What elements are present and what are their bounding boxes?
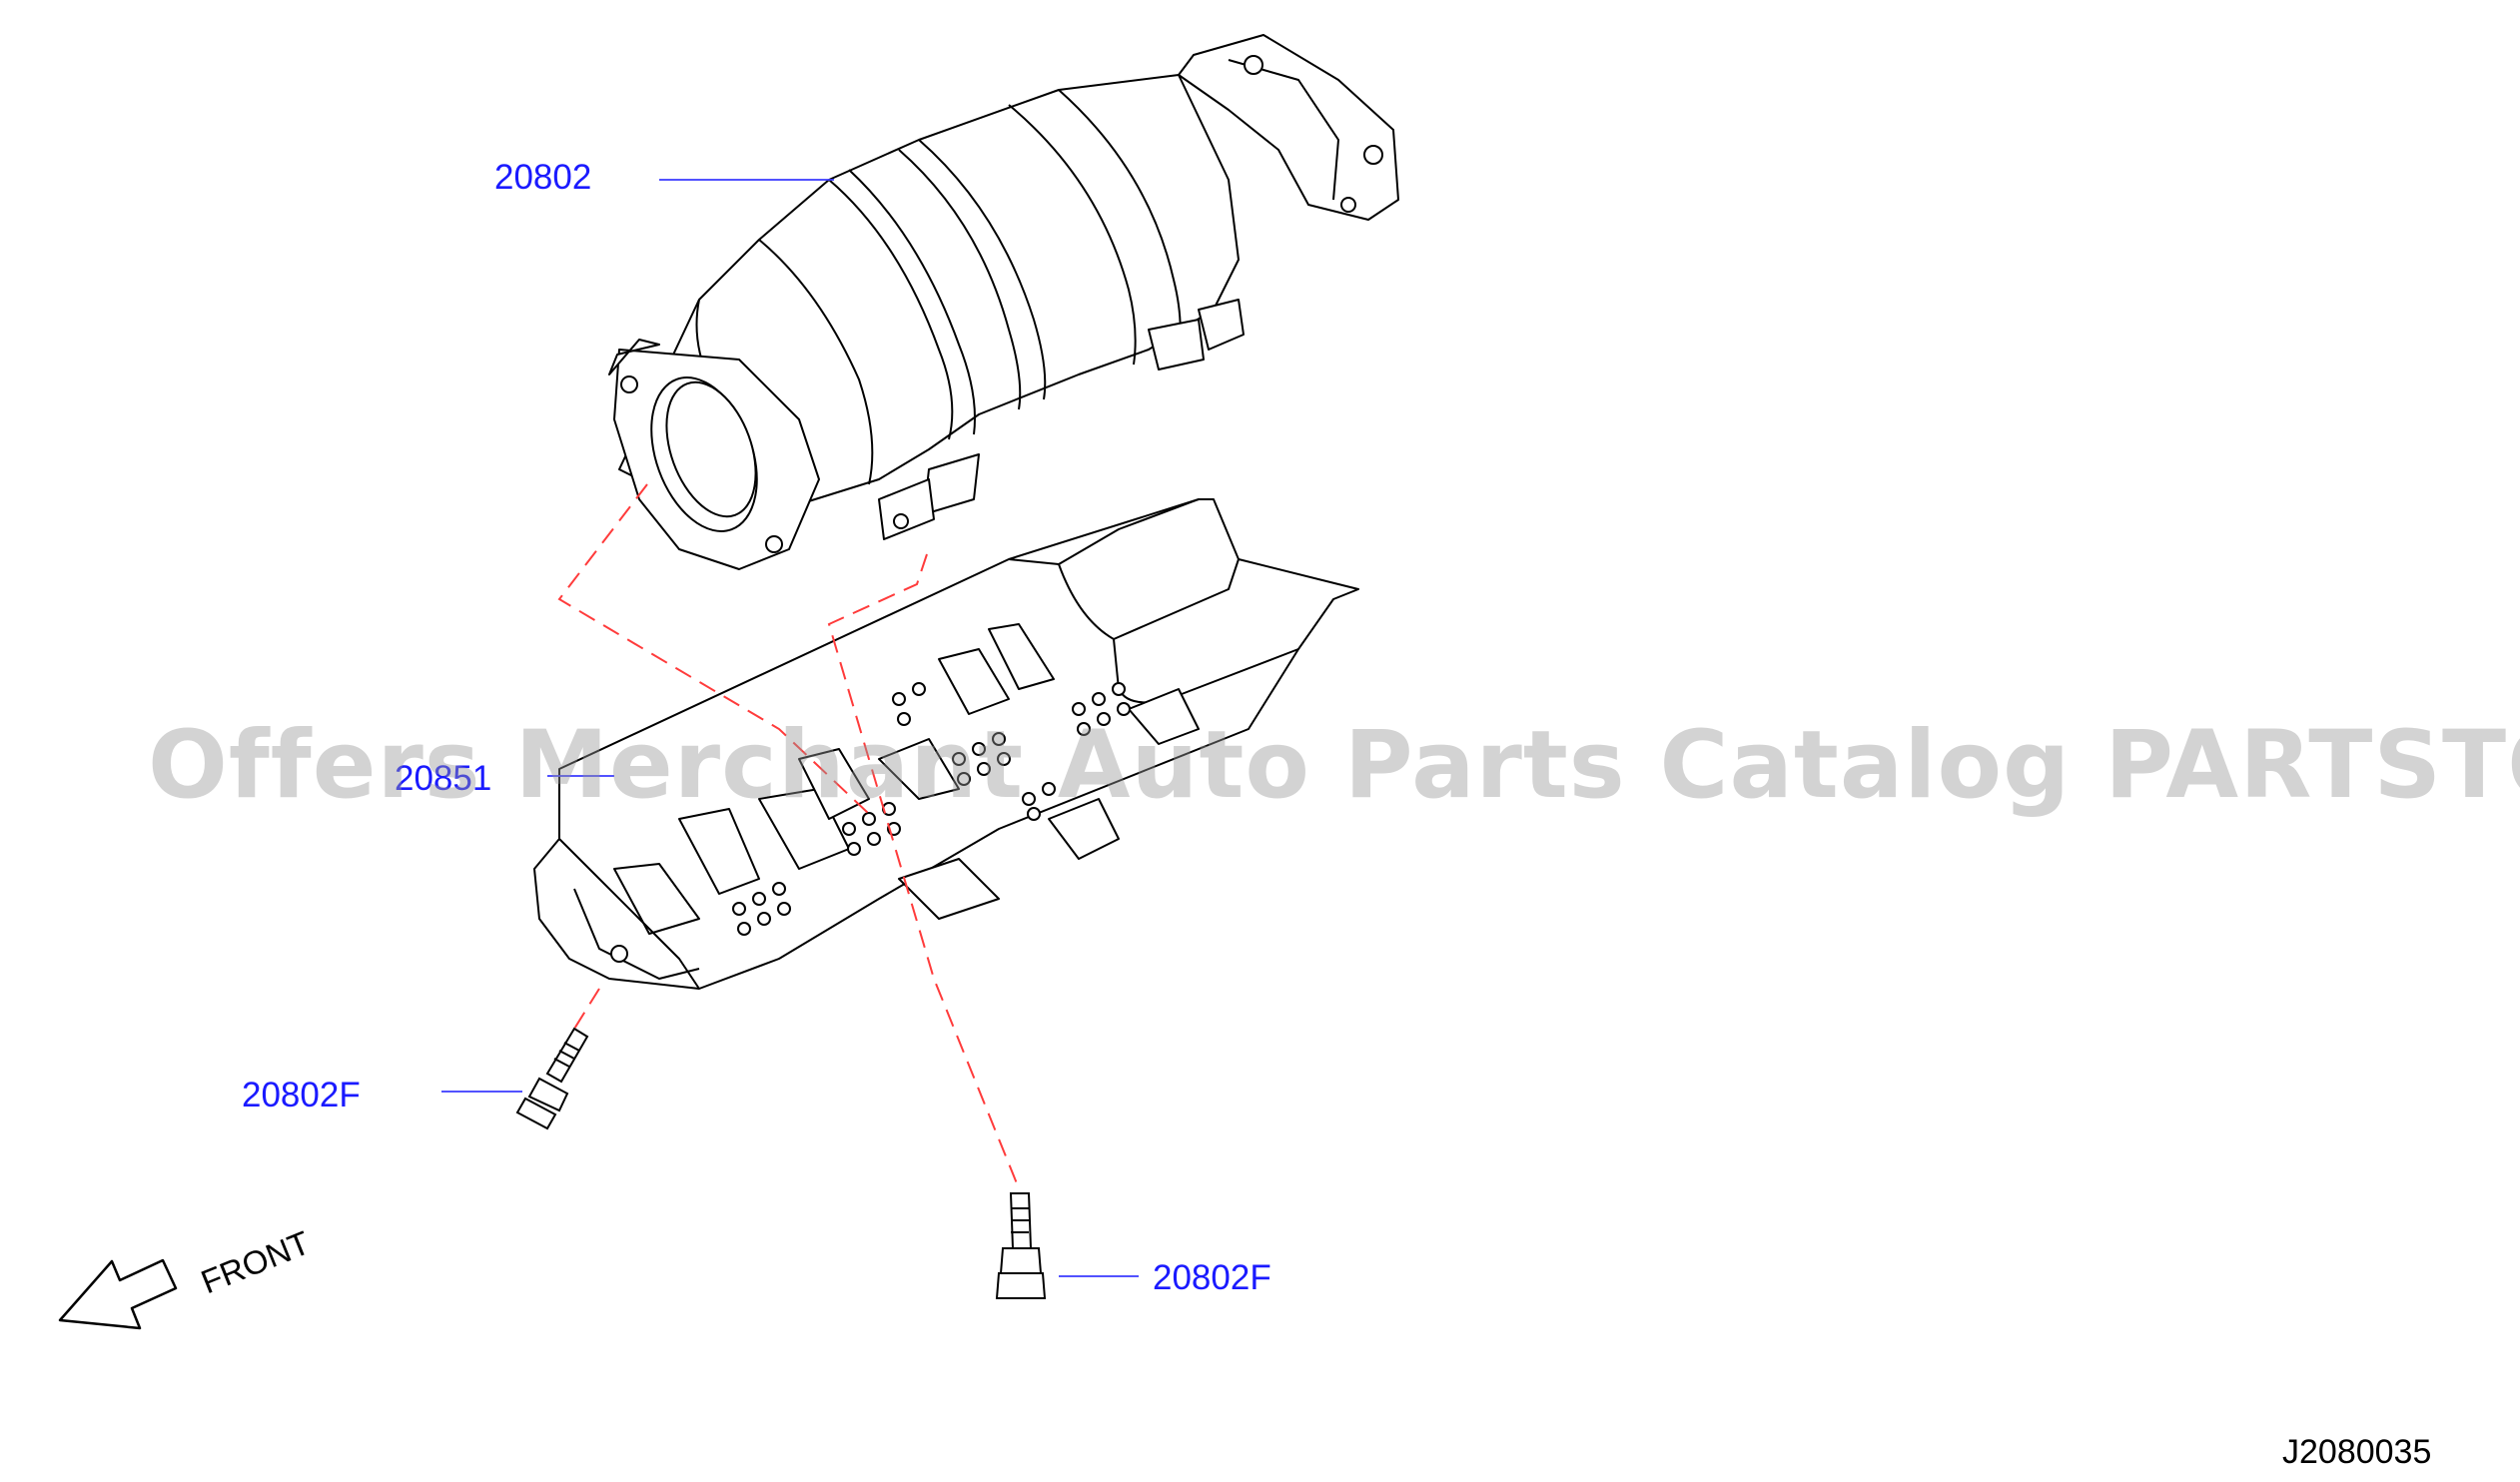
heat-insulator-drawing[interactable] [533,498,1359,990]
callout-20802f-left[interactable]: 20802F [242,1076,361,1114]
bolt-left-drawing[interactable] [515,1027,589,1130]
callout-20802[interactable]: 20802 [494,158,592,197]
callout-20802f-right[interactable]: 20802F [1153,1258,1271,1297]
reference-code: J2080035 [2282,1433,2432,1471]
callout-20851[interactable]: 20851 [395,759,492,798]
leader-lines [441,179,1139,1277]
assembly-dashed-lines [557,483,1020,1189]
catalytic-converter-drawing[interactable] [608,34,1399,570]
front-arrow-icon [58,1258,178,1330]
bolt-right-drawing[interactable] [995,1192,1047,1299]
